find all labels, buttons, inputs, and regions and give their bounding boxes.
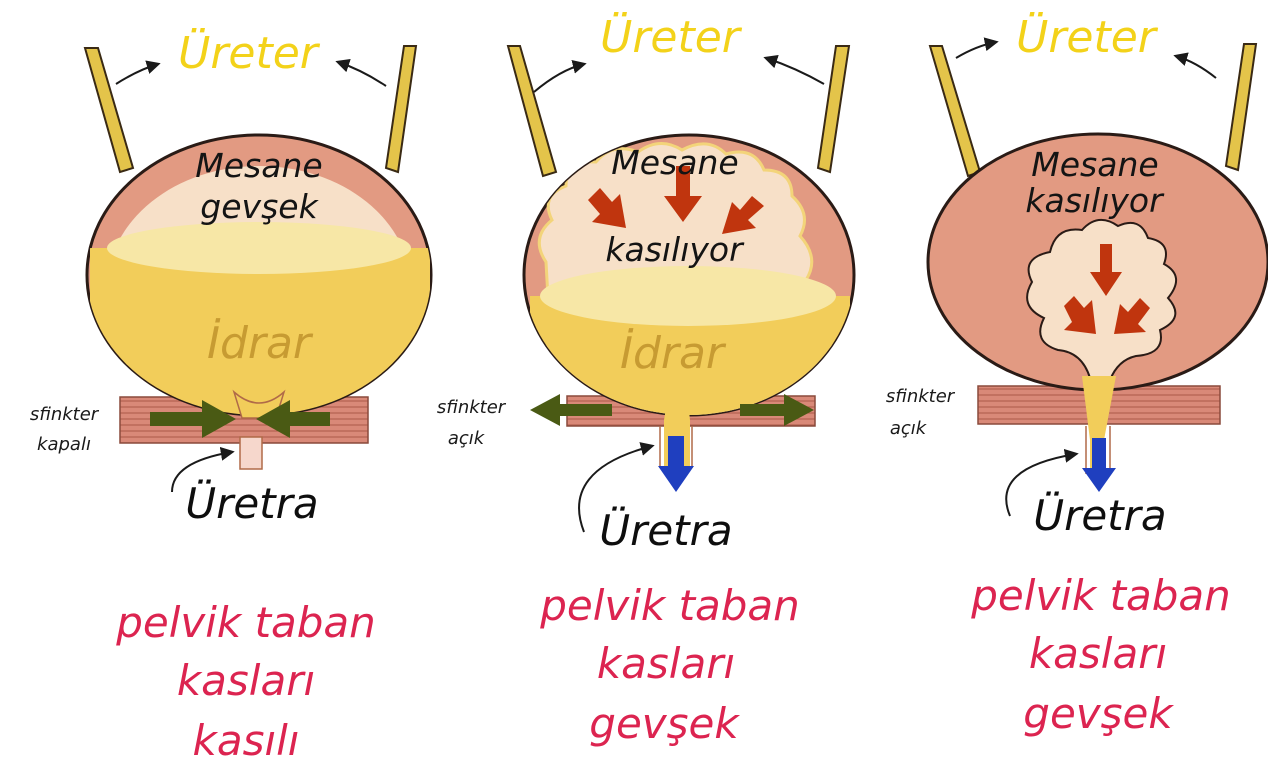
sphincter-label-line1: sfinkter <box>437 397 507 418</box>
pelvic-floor-line1: pelvik taban <box>970 571 1231 620</box>
ureter-label: Üreter <box>1016 11 1159 63</box>
panel-relaxed-bladder: Üreter Mesane gevşek İdrar sfinkter kapa… <box>30 27 431 765</box>
ureter-left-tube <box>85 48 133 172</box>
ureter-left-tube <box>930 46 980 176</box>
bladder-label-line2: kasılıyor <box>1025 181 1165 220</box>
bladder-label-line2: gevşek <box>200 187 319 226</box>
urine-label: İdrar <box>620 327 727 379</box>
pelvic-floor-line1: pelvik taban <box>115 598 376 647</box>
panel-emptying-bladder: Üreter Mesane kasılıyor sfinkter açık Ür… <box>886 11 1268 738</box>
ureter-right-tube <box>818 46 849 172</box>
ureter-pointer-right <box>766 58 824 84</box>
ureter-right-tube <box>386 46 416 172</box>
urethra-label: Üretra <box>599 505 732 555</box>
bladder-label-line1: Mesane <box>611 143 738 182</box>
ureter-right-tube <box>1226 44 1256 170</box>
ureter-pointer-left <box>116 64 158 84</box>
pelvic-floor-line3: gevşek <box>589 699 740 748</box>
urine-flow-arrow <box>1082 438 1116 492</box>
pelvic-floor-line1: pelvik taban <box>539 581 800 630</box>
pelvic-floor-line2: kasları <box>1029 629 1167 678</box>
ureter-label: Üreter <box>178 27 321 79</box>
bladder-label-line1: Mesane <box>195 146 322 185</box>
panel-contracting-bladder: Üreter Mesane kasılıyor İdrar sfinkter a… <box>437 11 854 748</box>
sphincter-label-line2: kapalı <box>37 434 91 455</box>
urine-label: İdrar <box>207 317 314 369</box>
pelvic-floor-line3: gevşek <box>1023 689 1174 738</box>
ureter-label: Üreter <box>600 11 743 63</box>
ureter-left-tube <box>508 46 556 176</box>
bladder-label-line2: kasılıyor <box>605 230 745 269</box>
ureter-pointer-left <box>534 64 584 92</box>
urethra-label: Üretra <box>185 478 318 528</box>
urethra-tube-closed <box>240 437 262 469</box>
sphincter-label-line2: açık <box>448 428 486 449</box>
ureter-pointer-right <box>1176 56 1216 78</box>
sphincter-label-line1: sfinkter <box>30 404 100 425</box>
bladder-label-line1: Mesane <box>1031 145 1158 184</box>
urethra-label: Üretra <box>1033 490 1166 540</box>
urine-surface <box>107 222 411 274</box>
sphincter-label-line2: açık <box>890 418 928 439</box>
sphincter-label-line1: sfinkter <box>886 386 956 407</box>
pelvic-floor-line2: kasları <box>597 639 735 688</box>
urine-surface <box>540 266 836 326</box>
pelvic-floor-line2: kasları <box>177 656 315 705</box>
ureter-pointer-right <box>338 62 386 86</box>
ureter-pointer-left <box>956 42 996 58</box>
pelvic-floor-line3: kasılı <box>193 716 300 765</box>
